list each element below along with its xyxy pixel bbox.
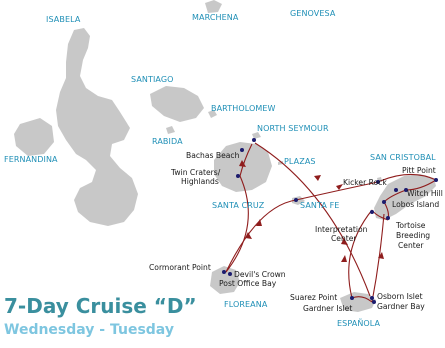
island-bartholomew: [208, 110, 217, 118]
route-segment-kicker-pitt: [377, 173, 437, 183]
stop-markers: [222, 138, 438, 304]
island-san-cristobal: [374, 174, 436, 220]
stop-interpretation-center: [370, 210, 374, 214]
label-osborn-islet: Osborn Islet: [377, 292, 423, 301]
route-arrow: [314, 175, 321, 181]
label-pitt-point: Pitt Point: [402, 166, 436, 175]
label-bartholomew: BARTHOLOMEW: [211, 104, 276, 113]
label-floreana: FLOREANA: [224, 300, 268, 309]
stop-twin-craters: [236, 174, 240, 178]
label-interpretation: Interpretation: [315, 225, 368, 234]
route-segment-santacruz-floreana: [225, 175, 249, 273]
stop-bachas-beach: [240, 148, 244, 152]
route-arrow: [378, 252, 384, 259]
label-gardner-bay: Gardner Bay: [377, 302, 425, 311]
cruise-title: 7-Day Cruise “D”: [4, 294, 197, 318]
stop-kicker-rock: [376, 180, 380, 184]
island-isabela: [56, 28, 138, 226]
cruise-route: [225, 142, 437, 303]
island-santiago: [150, 86, 204, 122]
label-cormorant-point: Cormorant Point: [149, 263, 211, 272]
label-espanola: ESPAÑOLA: [337, 318, 381, 328]
route-arrow: [239, 160, 246, 167]
label-interpretation-center: Center: [331, 234, 357, 243]
label-kicker-rock: Kicker Rock: [343, 178, 387, 187]
route-segment-floreana-santafe: [225, 199, 297, 273]
label-witch-hill: Witch Hill: [407, 189, 443, 198]
route-segment-interpretation-espanola: [348, 209, 373, 299]
label-genovesa: GENOVESA: [290, 9, 336, 18]
stop-devils-crown: [228, 272, 232, 276]
island-labels: ISABELA MARCHENA GENOVESA SANTIAGO BARTH…: [4, 9, 436, 328]
island-espanola: [340, 292, 376, 312]
island-rabida: [166, 126, 175, 134]
label-santiago: SANTIAGO: [131, 75, 174, 84]
stop-witch-hill: [404, 188, 408, 192]
stop-suarez-point: [350, 296, 354, 300]
stop-north-seymour: [252, 138, 256, 142]
label-north-seymour: NORTH SEYMOUR: [257, 124, 329, 133]
route-arrow: [341, 255, 347, 262]
island-fernandina: [14, 118, 54, 156]
route-segment-seymour-santacruz: [239, 143, 253, 177]
stop-tortoise-center: [386, 216, 390, 220]
stop-pitt-point: [434, 178, 438, 182]
route-arrow: [245, 232, 252, 239]
label-fernandina: FERNANDINA: [4, 155, 58, 164]
label-bachas-beach: Bachas Beach: [186, 151, 240, 160]
label-isabela: ISABELA: [46, 15, 81, 24]
route-segment-gardner-sancristobal: [371, 213, 385, 303]
stop-witch-hill-2: [394, 188, 398, 192]
label-rabida: RABIDA: [152, 137, 183, 146]
label-tortoise: Tortoise: [395, 221, 426, 230]
route-segment-pitt-witch: [405, 179, 437, 191]
label-highlands: Highlands: [181, 177, 219, 186]
label-twin-craters: Twin Craters/: [170, 168, 221, 177]
label-post-office-bay: Post Office Bay: [219, 279, 277, 288]
stop-santa-fe: [294, 198, 298, 202]
label-devils-crown: Devil's Crown: [234, 270, 286, 279]
site-labels: Bachas Beach Twin Craters/ Highlands Kic…: [149, 151, 443, 313]
label-santa-cruz: SANTA CRUZ: [212, 201, 265, 210]
stop-cormorant-point: [222, 270, 226, 274]
island-floreana: [210, 266, 240, 294]
label-santa-fe: SANTA FE: [300, 201, 339, 210]
label-san-cristobal: SAN CRISTOBAL: [370, 153, 436, 162]
route-arrow: [256, 219, 262, 226]
label-plazas: PLAZAS: [284, 157, 316, 166]
label-gardner-islet-left: Gardner Islet: [303, 304, 352, 313]
label-tortoise-center: Center: [398, 241, 424, 250]
label-suarez-point: Suarez Point: [290, 293, 337, 302]
cruise-subtitle: Wednesday - Tuesday: [4, 322, 174, 338]
label-breeding: Breeding: [396, 231, 430, 240]
stop-gardner-bay: [372, 300, 376, 304]
route-segment-santafe-sancristobal: [295, 181, 379, 201]
label-marchena: MARCHENA: [192, 13, 239, 22]
route-segment-seymour-sancristobal: [254, 142, 371, 297]
label-lobos-island: Lobos Island: [392, 200, 439, 209]
island-north-seymour: [252, 132, 261, 139]
island-marchena: [205, 0, 222, 13]
stop-lobos-island: [382, 200, 386, 204]
route-arrow: [336, 184, 343, 190]
stop-osborn-islet: [370, 296, 374, 300]
route-arrow: [341, 238, 348, 245]
